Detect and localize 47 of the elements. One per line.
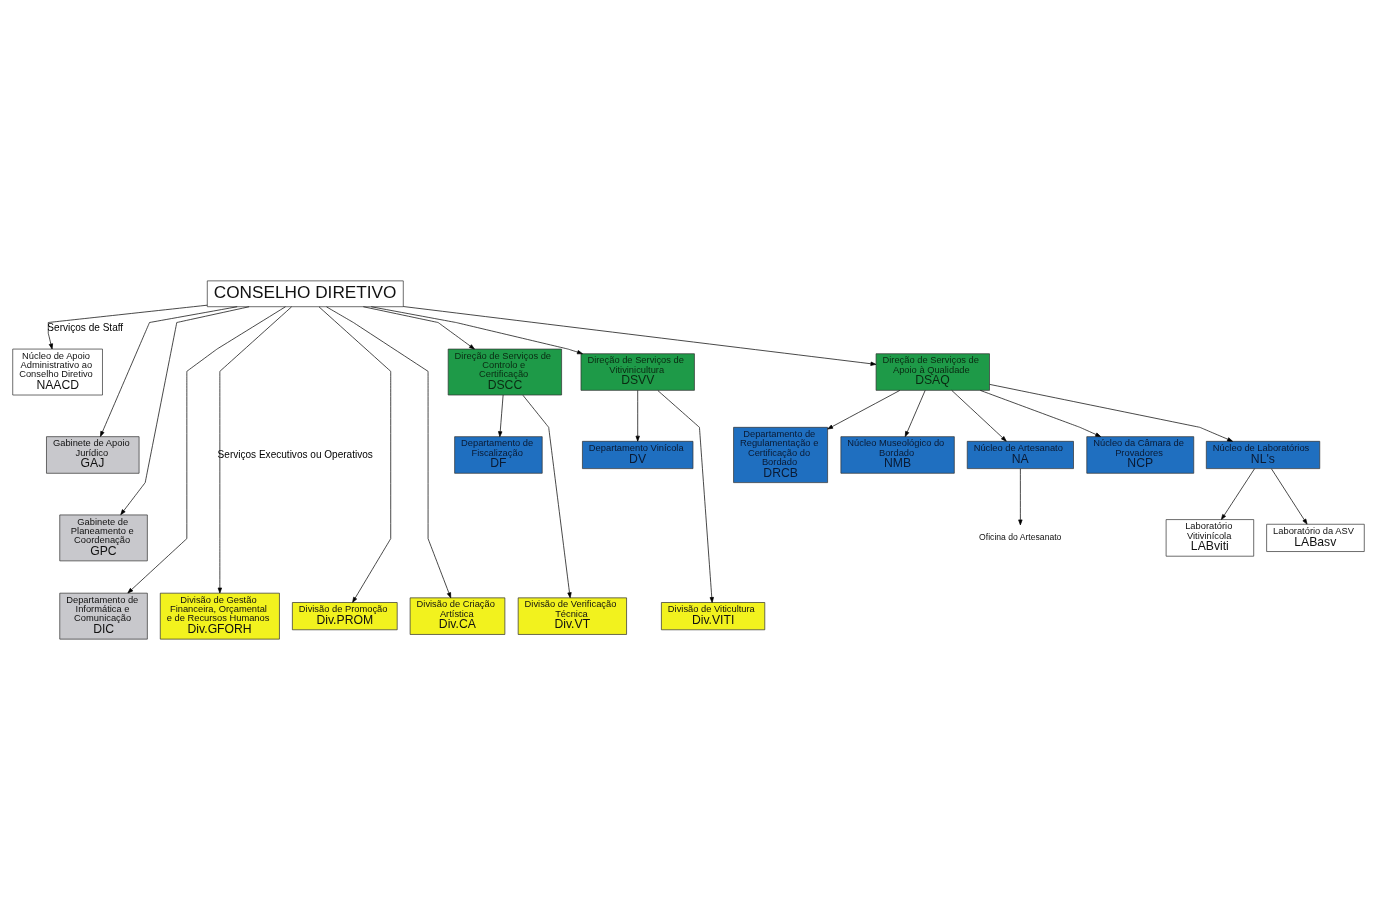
arrow: [402, 306, 877, 366]
node-box: Núcleo de Laboratórios NL's: [1205, 440, 1321, 469]
arrow: [498, 394, 504, 438]
arrow: [1018, 468, 1023, 526]
node-box: Gabinete de Planeamento e Coordenação GPC: [59, 514, 148, 562]
node-box: CONSELHO DIRETIVO: [206, 280, 404, 308]
arrow: [120, 306, 250, 516]
arrow: [980, 390, 1102, 437]
arrow: [904, 390, 926, 437]
edge-label: Serviços Executivos ou Operativos: [217, 448, 373, 460]
arrow: [370, 306, 583, 355]
arrow: [326, 306, 452, 599]
node-box: Divisão de Criação Artística Div.CA: [409, 597, 506, 635]
arrow: [827, 390, 901, 430]
node-box: Direção de Serviços de Vitivinicultura DSVV: [580, 353, 695, 391]
arrow: [363, 306, 475, 350]
edge-label: Serviços de Staff: [47, 321, 124, 333]
node-box: Núcleo de Apoio Administrativo ao Conselho Diretivo NAACD: [12, 348, 103, 396]
arrow: [47, 304, 208, 350]
node-box: Divisão de Verificação Técnica Div.VT: [517, 597, 627, 635]
node-box: Direção de Serviços de Apoio à Qualidade DSAQ: [875, 353, 990, 391]
node-text: Oficina do Artesanato: [979, 532, 1062, 543]
node-box: Divisão de Promoção Div.PROM: [292, 602, 398, 631]
node-box: Laboratório da ASV LABasv: [1266, 523, 1365, 552]
node-box: Divisão de Gestão Financeira, Orçamental e de Recursos Humanos Div.GFORH: [159, 592, 280, 640]
node-box: Núcleo da Câmara de Provadores NCP: [1086, 436, 1195, 474]
arrow: [522, 394, 572, 599]
node-box: Núcleo Museológico do Bordado NMB: [840, 436, 955, 474]
node-box: Departamento de Fiscalização DF: [454, 436, 543, 474]
node-box: Departamento Vinícola DV: [582, 440, 694, 469]
node-box: Direção de Serviços de Controlo e Certificação DSCC: [447, 348, 562, 396]
node-box: Departamento de Informática e Comunicação DIC: [59, 592, 148, 640]
node-box: Núcleo de Artesanato NA: [966, 440, 1074, 469]
node-box: Departamento de Regulamentação e Certificação do Bordado DRCB: [733, 426, 828, 483]
arrow: [635, 390, 640, 442]
node-box: Divisão de Viticultura Div.VITI: [661, 602, 766, 631]
node-box: Gabinete de Apoio Jurídico GAJ: [46, 436, 140, 474]
arrow: [1271, 468, 1308, 525]
arrow: [127, 306, 286, 594]
arrow: [657, 390, 714, 603]
arrow: [951, 390, 1007, 442]
arrow: [217, 306, 292, 594]
arrow: [100, 306, 238, 437]
arrow: [989, 384, 1233, 442]
arrow: [318, 306, 392, 603]
arrow: [1221, 468, 1255, 520]
node-box: Laboratório Vitivinícola LABviti: [1165, 519, 1255, 557]
